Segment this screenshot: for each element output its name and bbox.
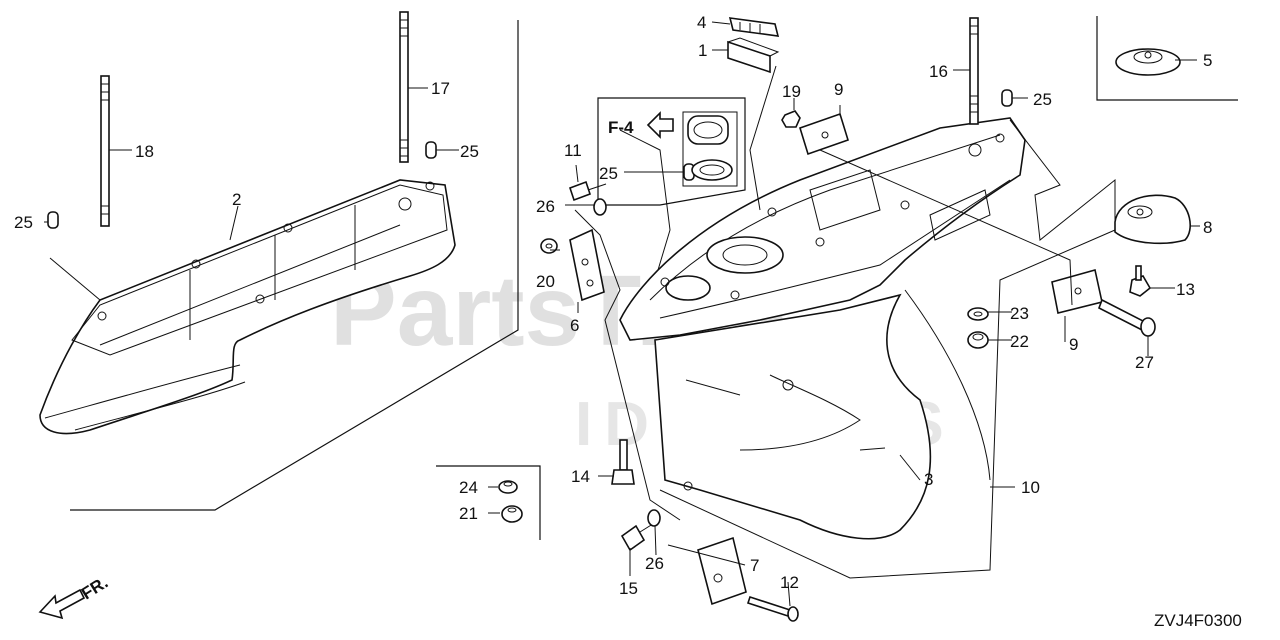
anode-block-9-top[interactable] [799,112,849,156]
anode-8[interactable] [1114,194,1191,245]
anode-5[interactable] [1115,48,1181,76]
bolt-27[interactable] [1098,298,1156,337]
cover-7[interactable] [697,536,747,606]
dowel-pin-25-left[interactable] [47,211,59,229]
dowel-pin-25-mid[interactable] [425,141,437,159]
callout-18[interactable]: 18 [135,142,154,161]
callout-17[interactable]: 17 [431,79,450,98]
callout-7[interactable]: 7 [750,556,759,575]
section-dividers [70,16,1238,540]
rubber-mount-4[interactable] [728,17,780,37]
stud-18[interactable] [100,75,110,227]
extension-case[interactable] [39,179,456,435]
callout-21[interactable]: 21 [459,504,478,523]
callout-14[interactable]: 14 [571,467,590,486]
washer-26-top[interactable] [593,198,607,216]
callouts: 1 2 3 4 5 6 7 8 9 9 10 11 12 13 14 15 16… [14,13,1212,598]
rubber-mount-1[interactable] [727,37,780,74]
callout-2[interactable]: 2 [232,190,241,209]
grommet-22[interactable] [967,331,989,349]
callout-19[interactable]: 19 [782,82,801,101]
case-bracket-lines [659,119,1116,579]
cover-6[interactable] [569,228,605,302]
gearcase-outline-lines [574,129,681,521]
callout-25-right[interactable]: 25 [1033,90,1052,109]
ref-label: F-4 [608,118,634,137]
anode-block-9-right[interactable] [1051,269,1103,314]
dowel-pin-25-right[interactable] [1001,89,1013,107]
screw-12[interactable] [746,595,799,622]
front-arrow-icon [38,588,86,620]
callout-26-top[interactable]: 26 [536,197,555,216]
callout-16[interactable]: 16 [929,62,948,81]
callout-6[interactable]: 6 [570,316,579,335]
callout-25-center[interactable]: 25 [599,164,618,183]
front-direction-indicator: FR. [38,573,111,620]
grommet-21[interactable] [501,505,523,523]
callout-24[interactable]: 24 [459,478,478,497]
callout-27[interactable]: 27 [1135,353,1154,372]
nut-20[interactable] [540,238,558,254]
bolt-11[interactable] [568,180,607,202]
stud-17[interactable] [399,11,409,163]
callout-8[interactable]: 8 [1203,218,1212,237]
washer-23[interactable] [967,307,989,321]
leader-lines [44,21,1200,607]
callout-15[interactable]: 15 [619,579,638,598]
callout-25-left[interactable]: 25 [14,213,33,232]
callout-10[interactable]: 10 [1021,478,1040,497]
bolt-15[interactable] [620,521,657,552]
callout-20[interactable]: 20 [536,272,555,291]
gear-case[interactable] [619,117,1026,540]
ref-arrow-icon [646,111,674,139]
callout-22[interactable]: 22 [1010,332,1029,351]
callout-23[interactable]: 23 [1010,304,1029,323]
callout-12[interactable]: 12 [780,573,799,592]
callout-5[interactable]: 5 [1203,51,1212,70]
callout-13[interactable]: 13 [1176,280,1195,299]
nut-19[interactable] [781,110,801,128]
callout-4[interactable]: 4 [697,13,706,32]
diagram-code: ZVJ4F0300 [1154,611,1242,630]
bolt-14[interactable] [611,439,635,485]
callout-26-bottom[interactable]: 26 [645,554,664,573]
callout-9-top[interactable]: 9 [834,80,843,99]
callout-9-right[interactable]: 9 [1069,335,1078,354]
bolt-13[interactable] [1129,265,1152,297]
reference-box: F-4 [597,97,746,206]
callout-25-mid[interactable]: 25 [460,142,479,161]
callout-11[interactable]: 11 [564,141,582,160]
washer-26-bottom[interactable] [647,509,661,527]
nut-24[interactable] [498,480,518,494]
callout-3[interactable]: 3 [924,470,933,489]
callout-1[interactable]: 1 [698,41,707,60]
stud-16[interactable] [969,17,979,125]
